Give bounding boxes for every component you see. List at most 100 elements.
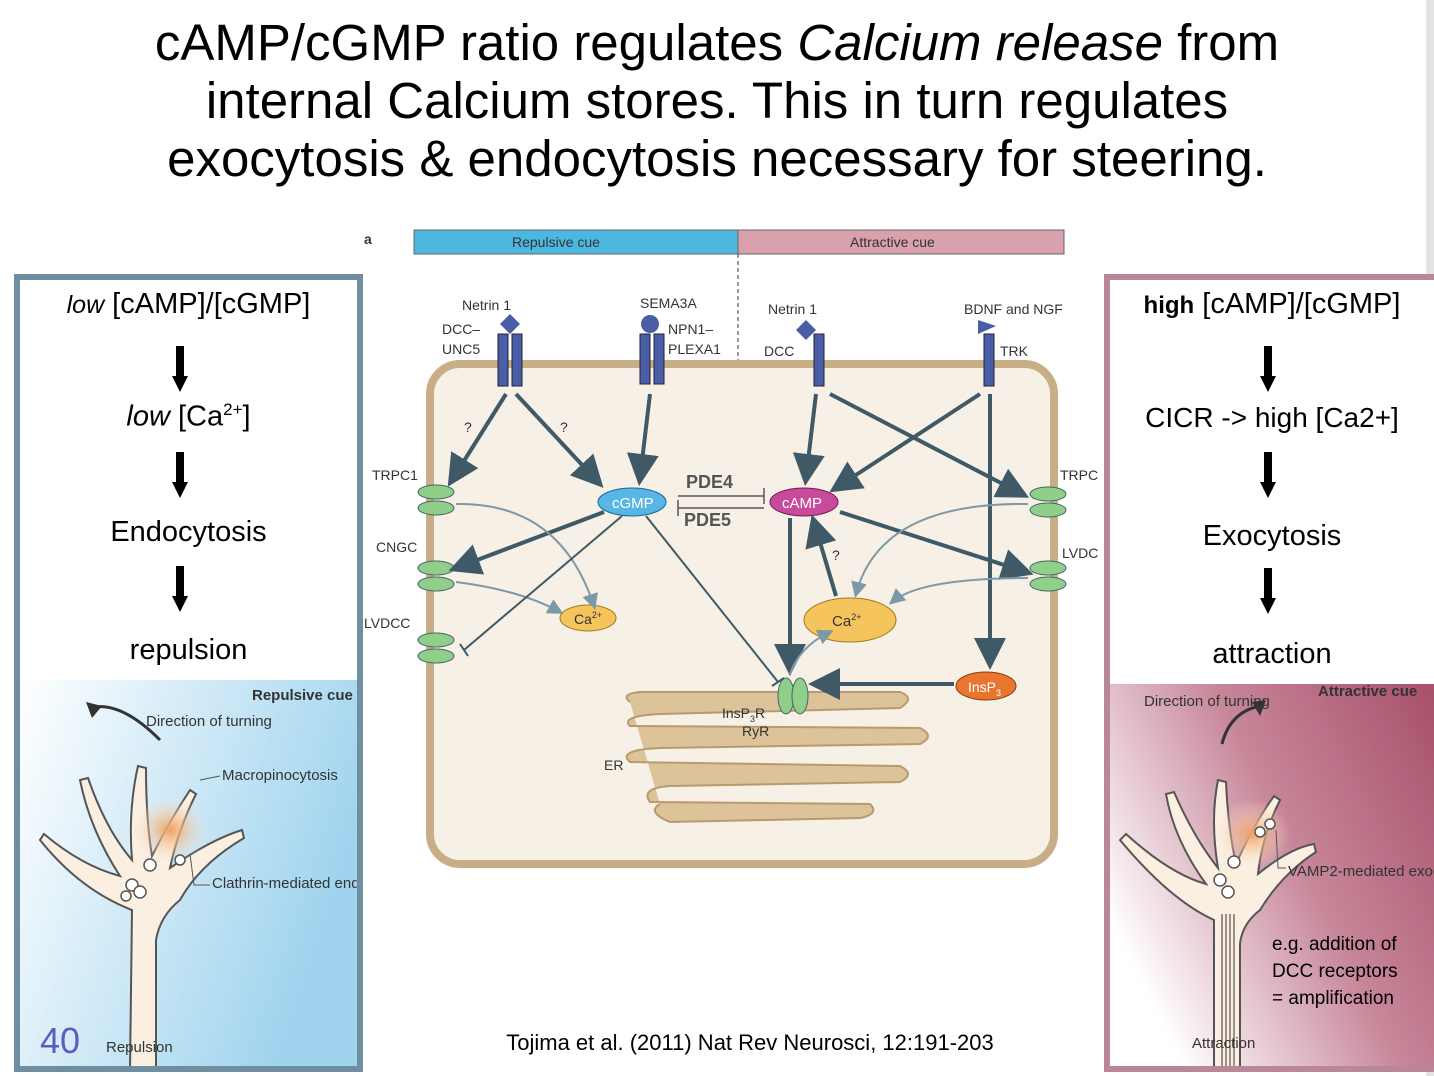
calcium-arrows [455,502,1029,675]
netrin1-right-label: Netrin 1 [768,301,817,317]
note-line3: = amplification [1272,988,1394,1009]
signaling-arrows [447,392,1034,700]
plexa1-label: PLEXA1 [668,341,721,357]
direction-label-left-text: Direction of turning [146,713,272,730]
note-line1: e.g. addition of [1272,934,1397,955]
unc5-label: UNC5 [442,341,480,357]
insp3-label: InsP3 [968,679,1001,698]
down-arrow-icon [1260,452,1276,498]
pde4-label: PDE4 [686,472,733,492]
repulsion-panel: low [cAMP]/[cGMP] low [Ca2+] Endocytosis… [14,274,363,1072]
direction-label-right: Direction of turning [1144,693,1270,710]
left-heading-low: low [66,291,105,319]
right-step3: attraction [1212,638,1332,670]
right-heading: high [cAMP]/[cGMP] [1110,288,1434,321]
title-part1: cAMP/cGMP ratio regulates [154,14,798,71]
cell-membrane [426,360,1058,868]
left-step1-end: ] [242,400,251,433]
note-line2: DCC receptors [1272,961,1398,982]
direction-label-left: Direction of turning [146,713,272,730]
camp-label: cAMP [782,495,822,512]
er-organelle [625,691,929,824]
lvdcc-label: LVDCC [364,615,410,631]
dcc-unc5-receptor [497,314,523,387]
insp3-sub: 3 [996,688,1001,698]
signaling-diagram: a Repulsive cue Attractive cue Netrin 1 … [364,229,1098,868]
cgmp-label: cGMP [612,495,654,512]
left-step1-low: low [126,400,170,433]
ca-right-sup: 2+ [851,612,861,622]
insp3r-end: R [755,705,765,721]
left-step1: low [Ca2+] [20,400,357,434]
ca-left-text: Ca [574,611,592,627]
dcc-receptor [796,320,825,387]
insp3-text: InsP [968,679,996,695]
ryr-label: RyR [742,723,769,739]
ca-right-text: Ca [832,613,852,630]
slide-number: 40 [40,1020,81,1061]
sema3a-label: SEMA3A [640,295,697,311]
left-step3: repulsion [129,634,248,666]
attraction-growth-cone-image: Attractive cue Direction of turning VAMP… [1110,684,1434,1066]
down-arrow-icon [172,346,188,392]
trk-label: TRK [1000,343,1029,359]
attraction-bottom-label: Attraction [1192,1035,1255,1052]
right-step2: Exocytosis [1202,520,1342,552]
panel-letter: a [364,231,372,247]
insp3r-sub: 3 [750,714,755,724]
attraction-panel: high [cAMP]/[cGMP] CICR -> high [Ca2+] E… [1104,274,1434,1072]
slide-title: cAMP/cGMP ratio regulates Calcium releas… [0,14,1434,188]
cngc-channel [417,560,455,592]
ca-left-sup: 2+ [592,610,602,620]
attractive-cue-text: Attractive cue [850,234,935,250]
npn1-plexa1-receptor [639,315,665,385]
camp-node [769,487,839,517]
attractive-cue-label: Attractive cue [1318,684,1417,700]
trpc-right-channel [1029,486,1067,518]
left-heading-ratio: [cAMP]/[cGMP] [104,288,311,320]
cngc-label: CNGC [376,539,417,555]
trpc-right-label: TRPC [1060,467,1098,483]
macropinocytosis-label: Macropinocytosis [222,767,338,784]
repulsive-cue-bar [413,229,739,255]
attractive-cue-bar [737,229,1065,255]
unknown-marker-1: ? [464,419,472,435]
repulsion-bottom-label: Repulsion [106,1039,173,1056]
insp3r-text: InsP [722,705,750,721]
right-heading-high: high [1143,292,1195,319]
insp3-node [955,671,1017,701]
down-arrow-icon [1260,568,1276,614]
bdnf-label: BDNF and NGF [964,301,1063,317]
left-step2: Endocytosis [110,516,267,548]
trpc1-label: TRPC1 [372,467,418,483]
lvdcc-channel [417,632,455,664]
ryr-channel [791,677,809,715]
left-step1-ca: [Ca [169,400,224,433]
repulsive-cue-label: Repulsive cue [252,687,353,704]
dcc-unc5-label: DCC– [442,321,480,337]
left-heading: low [cAMP]/[cGMP] [20,288,357,321]
lvdc-right-label: LVDC [1062,545,1098,561]
right-heading-ratio: [cAMP]/[cGMP] [1194,288,1401,320]
right-step1: CICR -> high [Ca2+] [1145,402,1399,433]
left-step1-sup: 2+ [223,400,243,419]
dcc-label: DCC [764,343,794,359]
vamp2-label: VAMP2-mediated exocytosis [1288,863,1434,880]
ca-left-label: Ca2+ [574,610,602,627]
npn1-label: NPN1– [668,321,713,337]
inhibition-lines [459,515,785,687]
direction-label-right-text: Direction of turning [1144,693,1270,710]
trk-receptor [978,320,996,387]
title-part3: from [1162,14,1280,71]
down-arrow-icon [172,566,188,612]
ca-right-label: Ca2+ [832,612,861,630]
cgmp-node [597,487,667,517]
unknown-marker-2: ? [560,419,568,435]
down-arrow-icon [1260,346,1276,392]
repulsion-growth-cone-image: Repulsive cue Direction of turning Macro… [20,680,357,1066]
lvdc-right-channel [1029,560,1067,592]
title-italic: Calcium release [797,14,1163,71]
er-label: ER [604,757,623,773]
trpc1-channel [417,484,455,516]
pde5-label: PDE5 [684,510,731,530]
